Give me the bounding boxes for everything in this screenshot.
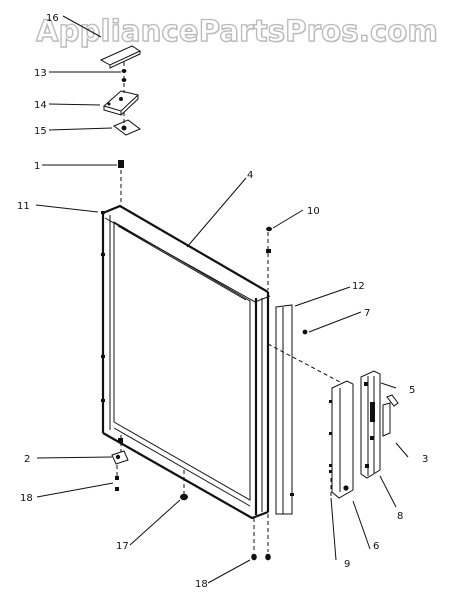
callout-11: 11 <box>17 201 30 212</box>
leader-lines <box>35 15 409 584</box>
door-strip <box>275 304 294 515</box>
callout-18-bottom: 18 <box>195 579 208 590</box>
callout-4: 4 <box>247 170 253 181</box>
door-top-screw <box>118 160 124 205</box>
top-hinge-bracket <box>102 90 140 116</box>
hinge-pin-plate <box>113 112 141 136</box>
callout-2: 2 <box>24 454 30 465</box>
watermark: AppliancePartsPros.com <box>35 13 438 48</box>
callout-9: 9 <box>344 559 350 570</box>
bottom-screws <box>251 514 271 561</box>
handle-bar <box>360 370 381 479</box>
top-hinge-cap <box>99 45 142 69</box>
callout-14: 14 <box>34 100 47 111</box>
callout-15: 15 <box>34 126 47 137</box>
callout-3: 3 <box>422 454 428 465</box>
door-stop <box>180 470 188 501</box>
handle-screws <box>329 470 332 496</box>
door-frame <box>101 204 271 520</box>
bottom-hinge <box>111 435 129 465</box>
callout-17: 17 <box>116 541 129 552</box>
door-side-screw <box>266 226 272 290</box>
strip-screw <box>302 329 308 335</box>
handle-bracket <box>329 380 354 499</box>
callout-8: 8 <box>397 511 403 522</box>
callout-7: 7 <box>364 308 370 319</box>
callout-6: 6 <box>373 541 379 552</box>
handle-insert <box>382 394 399 437</box>
callout-1: 1 <box>34 161 40 172</box>
hinge-screws <box>121 62 127 93</box>
callout-10: 10 <box>307 206 320 217</box>
callout-labels: 16 13 14 15 1 11 4 10 12 7 5 3 2 18 8 6 … <box>17 13 428 590</box>
bottom-hinge-screws <box>115 465 119 491</box>
callout-16: 16 <box>46 13 59 24</box>
callout-12: 12 <box>352 281 365 292</box>
callout-18-left: 18 <box>20 493 33 504</box>
callout-13: 13 <box>34 68 47 79</box>
callout-5: 5 <box>409 385 415 396</box>
